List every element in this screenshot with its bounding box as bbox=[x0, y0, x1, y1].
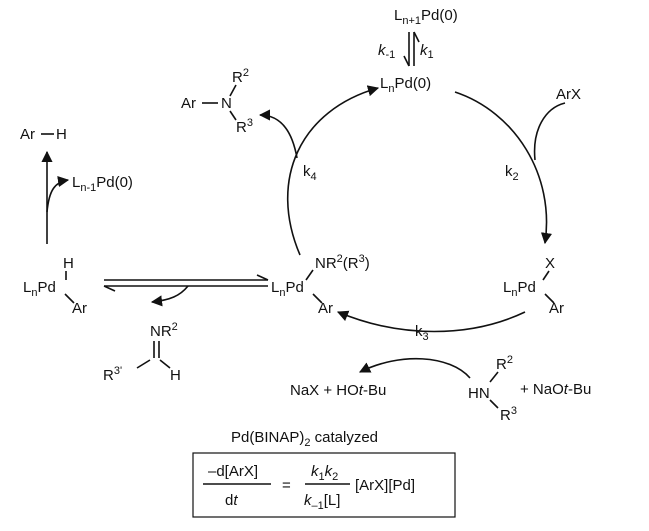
catalyst-label: Pd(BINAP)2 catalyzed bbox=[231, 429, 378, 449]
cycle-arc-bottom bbox=[336, 310, 526, 333]
svg-text:Ar: Ar bbox=[549, 300, 564, 317]
ln-minus-1-release-arrow bbox=[46, 176, 70, 213]
species-ar-h: Ar H bbox=[20, 126, 67, 143]
svg-text:R2: R2 bbox=[496, 354, 513, 373]
species-arx: ArX bbox=[556, 86, 581, 103]
svg-text:HN: HN bbox=[468, 385, 490, 402]
svg-text:N: N bbox=[221, 95, 232, 112]
species-amine-base: HN R2 R3 + NaOt-Bu bbox=[468, 354, 591, 424]
svg-text:R3: R3 bbox=[500, 405, 517, 424]
svg-text:H: H bbox=[170, 367, 181, 384]
svg-text:Ar: Ar bbox=[181, 95, 196, 112]
label-k2: k2 bbox=[505, 163, 519, 183]
species-ln-minus-1-pd0: Ln-1Pd(0) bbox=[72, 174, 133, 194]
species-lnpd-h-ar: H LnPd Ar bbox=[23, 255, 87, 317]
species-lnpd-nr2r3-ar: NR2(R3) LnPd Ar bbox=[271, 253, 370, 317]
svg-text:LnPd(0): LnPd(0) bbox=[380, 75, 431, 95]
svg-text:Pd(BINAP)2 catalyzed: Pd(BINAP)2 catalyzed bbox=[231, 429, 378, 449]
species-imine: NR2 R3' H bbox=[103, 321, 181, 384]
svg-text:k1k2: k1k2 bbox=[311, 463, 338, 483]
svg-text:k4: k4 bbox=[303, 163, 317, 183]
svg-text:k3: k3 bbox=[415, 323, 429, 343]
label-k4: k4 bbox=[303, 163, 317, 183]
svg-text:X: X bbox=[545, 255, 555, 272]
svg-text:NR2: NR2 bbox=[150, 321, 178, 340]
svg-text:Ar: Ar bbox=[318, 300, 333, 317]
arx-entry-arrow bbox=[533, 102, 566, 161]
svg-text:LnPd: LnPd bbox=[271, 279, 304, 299]
svg-text:ArX: ArX bbox=[556, 86, 581, 103]
svg-text:Ar: Ar bbox=[20, 126, 35, 143]
svg-text:Ar: Ar bbox=[72, 300, 87, 317]
beta-hydride-equilibrium-arrows bbox=[103, 274, 269, 292]
svg-text:H: H bbox=[63, 255, 74, 272]
svg-text:k-1: k-1 bbox=[378, 42, 395, 61]
rate-equation-box: –d[ArX] dt = k1k2 k–1[L] [ArX][Pd] bbox=[192, 452, 456, 518]
svg-text:[ArX][Pd]: [ArX][Pd] bbox=[355, 477, 415, 494]
svg-text:R3': R3' bbox=[103, 365, 122, 384]
product-release-arrow bbox=[258, 109, 298, 159]
top-species-ln-plus-1-pd0: Ln+1Pd(0) bbox=[394, 7, 458, 27]
svg-text:dt: dt bbox=[225, 492, 238, 509]
ligand-exchange-arrow bbox=[358, 357, 471, 379]
species-ln-pd0: LnPd(0) bbox=[380, 75, 431, 95]
svg-text:+ NaOt-Bu: + NaOt-Bu bbox=[520, 381, 591, 398]
label-k3: k3 bbox=[415, 323, 429, 343]
svg-text:=: = bbox=[282, 477, 291, 494]
svg-text:NR2(R3): NR2(R3) bbox=[315, 253, 370, 272]
label-k1: k1 bbox=[420, 42, 434, 61]
svg-text:k2: k2 bbox=[505, 163, 519, 183]
species-lnpd-x-ar: X LnPd Ar bbox=[503, 255, 564, 317]
svg-text:NaX + HOt-Bu: NaX + HOt-Bu bbox=[290, 382, 386, 399]
svg-text:k–1[L]: k–1[L] bbox=[304, 492, 340, 512]
svg-text:LnPd: LnPd bbox=[503, 279, 536, 299]
svg-text:R3: R3 bbox=[236, 117, 253, 136]
svg-text:Ln+1Pd(0): Ln+1Pd(0) bbox=[394, 7, 458, 27]
cycle-arc-left bbox=[286, 85, 380, 256]
imine-release-arrow bbox=[150, 285, 189, 307]
equilibrium-arrows bbox=[403, 31, 420, 67]
species-nax-hotbu: NaX + HOt-Bu bbox=[290, 382, 386, 399]
label-k-minus-1: k-1 bbox=[378, 42, 395, 61]
svg-text:H: H bbox=[56, 126, 67, 143]
cycle-arc-top-right bbox=[454, 91, 553, 245]
svg-text:LnPd: LnPd bbox=[23, 279, 56, 299]
svg-text:–d[ArX]: –d[ArX] bbox=[208, 463, 258, 480]
svg-text:k1: k1 bbox=[420, 42, 434, 61]
svg-text:R2: R2 bbox=[232, 67, 249, 86]
svg-text:Ln-1Pd(0): Ln-1Pd(0) bbox=[72, 174, 133, 194]
product-amine: Ar N R2 R3 bbox=[181, 67, 253, 136]
